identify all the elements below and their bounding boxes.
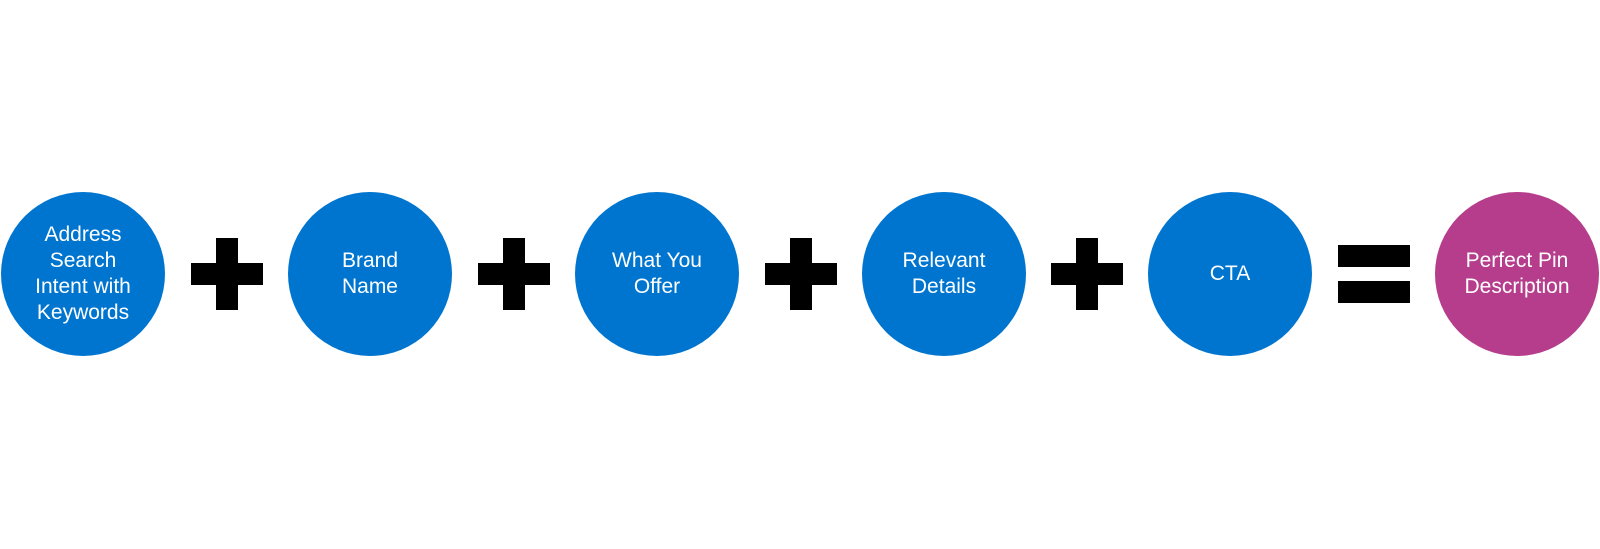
- step-circle-relevant-details: Relevant Details: [862, 192, 1026, 356]
- step-label: CTA: [1209, 262, 1251, 285]
- step-label: Address Search Intent with Keywords: [35, 223, 131, 324]
- step-label: Brand Name: [341, 249, 399, 298]
- step-label: Relevant Details: [902, 249, 986, 298]
- step-circle-search-intent: Address Search Intent with Keywords: [1, 192, 165, 356]
- step-circle-cta: CTA: [1148, 192, 1312, 356]
- plus-icon: [478, 238, 550, 310]
- plus-icon: [1051, 238, 1123, 310]
- step-label: What You Offer: [612, 249, 702, 298]
- plus-icon: [191, 238, 263, 310]
- step-circle-brand-name: Brand Name: [288, 192, 452, 356]
- result-label: Perfect Pin Description: [1464, 249, 1570, 298]
- step-circle-what-you-offer: What You Offer: [575, 192, 739, 356]
- equals-icon: [1338, 245, 1410, 303]
- result-circle-perfect-pin-description: Perfect Pin Description: [1435, 192, 1599, 356]
- plus-icon: [765, 238, 837, 310]
